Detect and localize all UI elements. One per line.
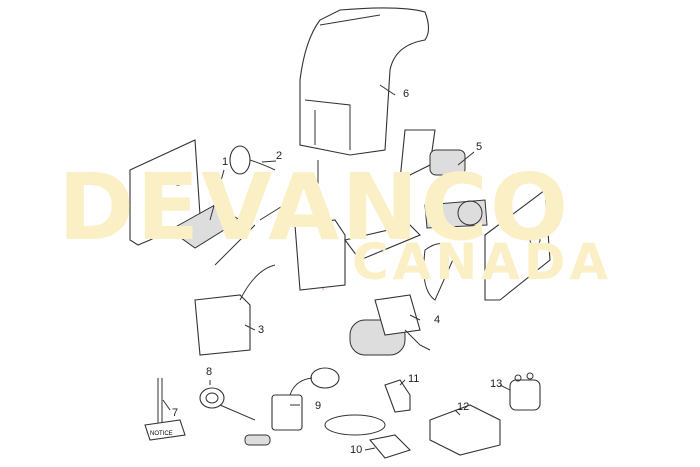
- part-10-remote: [324, 414, 412, 459]
- notice-text: NOTICE: [150, 431, 173, 437]
- chain: [423, 243, 456, 301]
- part-4-motor: [349, 294, 431, 356]
- part-7-notice-sign: NOTICE: [144, 378, 186, 441]
- callout-1: 1: [222, 156, 229, 168]
- part-5-bracket: [399, 129, 466, 181]
- part-1-circuit-board: [169, 204, 241, 249]
- callout-2: 2: [276, 150, 283, 162]
- rail-assembly: [214, 160, 321, 266]
- leader-lines: [162, 84, 511, 451]
- part-8-cable-coil: [199, 387, 256, 421]
- watermark-devanco: DEVANCO: [58, 154, 571, 261]
- frame-right: [484, 188, 551, 301]
- callout-6: 6: [403, 88, 410, 100]
- callout-5: 5: [476, 141, 483, 153]
- part-6-cover: [299, 7, 430, 156]
- callout-4: 4: [434, 314, 441, 326]
- part-13-clamp: [509, 372, 541, 411]
- callout-10: 10: [350, 444, 363, 456]
- callout-7: 7: [172, 407, 179, 419]
- part-11-bracket: [384, 379, 411, 413]
- callout-9: 9: [315, 400, 322, 412]
- callout-8: 8: [206, 366, 213, 378]
- part-2-gear: [229, 145, 276, 175]
- watermark-canada: CANADA: [352, 233, 613, 291]
- part-9-sensor: [244, 367, 340, 446]
- callout-12: 12: [457, 401, 470, 413]
- motor-housing: [294, 219, 421, 291]
- callout-13: 13: [490, 378, 503, 390]
- callout-11: 11: [408, 373, 420, 385]
- part-12-mount: [429, 404, 501, 456]
- drive-shaft: [424, 199, 488, 229]
- callout-3: 3: [258, 324, 265, 336]
- part-1-frame-left: [129, 139, 201, 246]
- part-3-transformer: [194, 264, 276, 356]
